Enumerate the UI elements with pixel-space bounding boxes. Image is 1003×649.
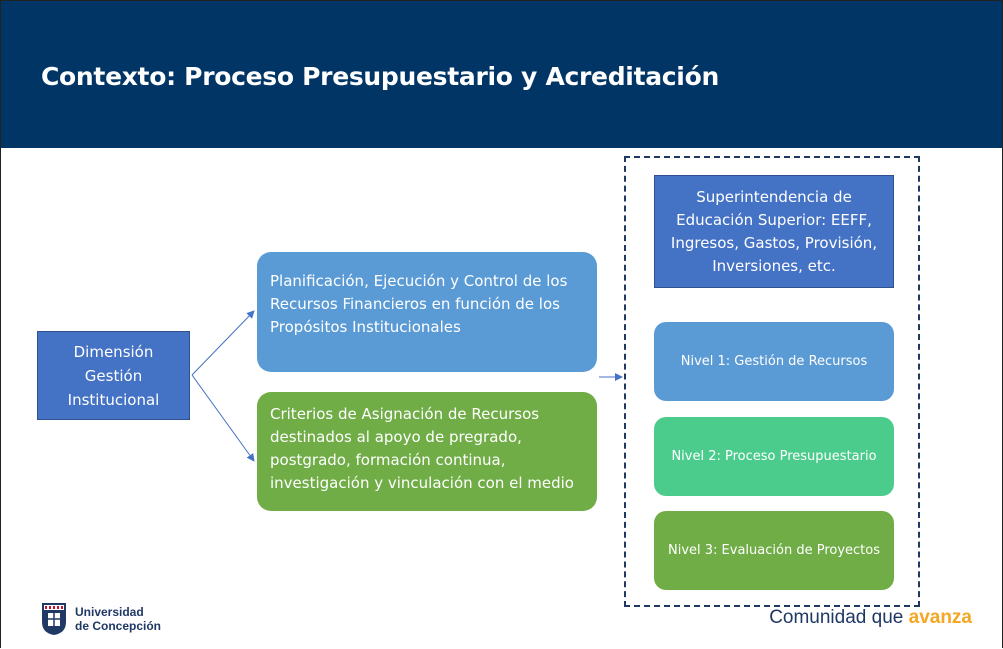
arrow-to-criteria bbox=[191, 374, 255, 462]
level-3-label: Nivel 3: Evaluación de Proyectos bbox=[668, 543, 880, 558]
slogan-main: Comunidad que bbox=[769, 607, 909, 628]
university-logo: Universidad de Concepción bbox=[41, 601, 161, 637]
criteria-node-label: Criterios de Asignación de Recursos dest… bbox=[270, 405, 574, 492]
level-1-node: Nivel 1: Gestión de Recursos bbox=[654, 322, 894, 401]
level-2-label: Nivel 2: Proceso Presupuestario bbox=[671, 449, 877, 464]
arrow-to-planning bbox=[191, 310, 255, 376]
university-name-line1: Universidad bbox=[75, 605, 144, 619]
superintendencia-node: Superintendencia de Educación Superior: … bbox=[654, 175, 894, 288]
university-name: Universidad de Concepción bbox=[75, 605, 161, 633]
criteria-node: Criterios de Asignación de Recursos dest… bbox=[257, 392, 597, 511]
superintendencia-node-label: Superintendencia de Educación Superior: … bbox=[670, 187, 878, 275]
university-name-line2: de Concepción bbox=[75, 619, 162, 633]
root-node-dimension: Dimensión Gestión Institucional bbox=[37, 331, 190, 420]
level-1-label: Nivel 1: Gestión de Recursos bbox=[680, 354, 868, 369]
root-node-label: Dimensión Gestión Institucional bbox=[67, 342, 160, 409]
slogan: Comunidad que avanza bbox=[769, 607, 972, 629]
level-2-node: Nivel 2: Proceso Presupuestario bbox=[654, 417, 894, 496]
planning-node-label: Planificación, Ejecución y Control de lo… bbox=[270, 272, 568, 336]
university-crest-icon bbox=[42, 603, 66, 635]
slogan-accent: avanza bbox=[908, 607, 972, 628]
level-3-node: Nivel 3: Evaluación de Proyectos bbox=[654, 511, 894, 590]
header-bar: Contexto: Proceso Presupuestario y Acred… bbox=[1, 1, 1002, 148]
planning-node: Planificación, Ejecución y Control de lo… bbox=[257, 252, 597, 372]
page-title: Contexto: Proceso Presupuestario y Acred… bbox=[41, 62, 719, 91]
levels-dashed-frame bbox=[624, 156, 920, 607]
